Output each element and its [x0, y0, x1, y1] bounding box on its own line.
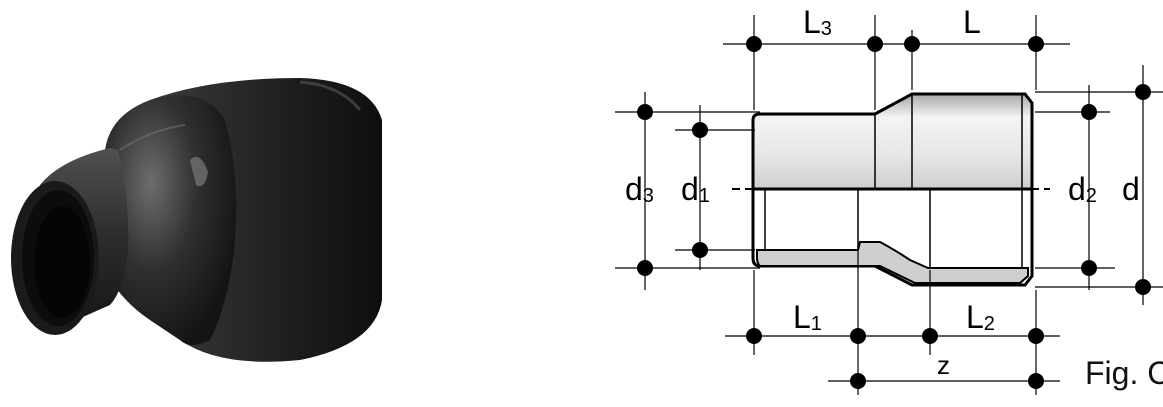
label-d: d	[1122, 171, 1140, 207]
label-z: z	[937, 350, 950, 380]
label-L: L	[963, 4, 981, 40]
fitting-upper-body	[751, 92, 1034, 191]
dimension-markers	[637, 36, 1151, 389]
label-d2: d2	[1068, 171, 1097, 207]
reducer-fitting-photo	[11, 78, 382, 362]
figure-caption: Fig. C	[1085, 355, 1163, 391]
label-L3: L3	[803, 4, 832, 40]
label-d1: d1	[681, 171, 710, 207]
label-d3: d3	[625, 171, 654, 207]
label-L1: L1	[793, 299, 822, 335]
label-L2: L2	[966, 299, 995, 335]
